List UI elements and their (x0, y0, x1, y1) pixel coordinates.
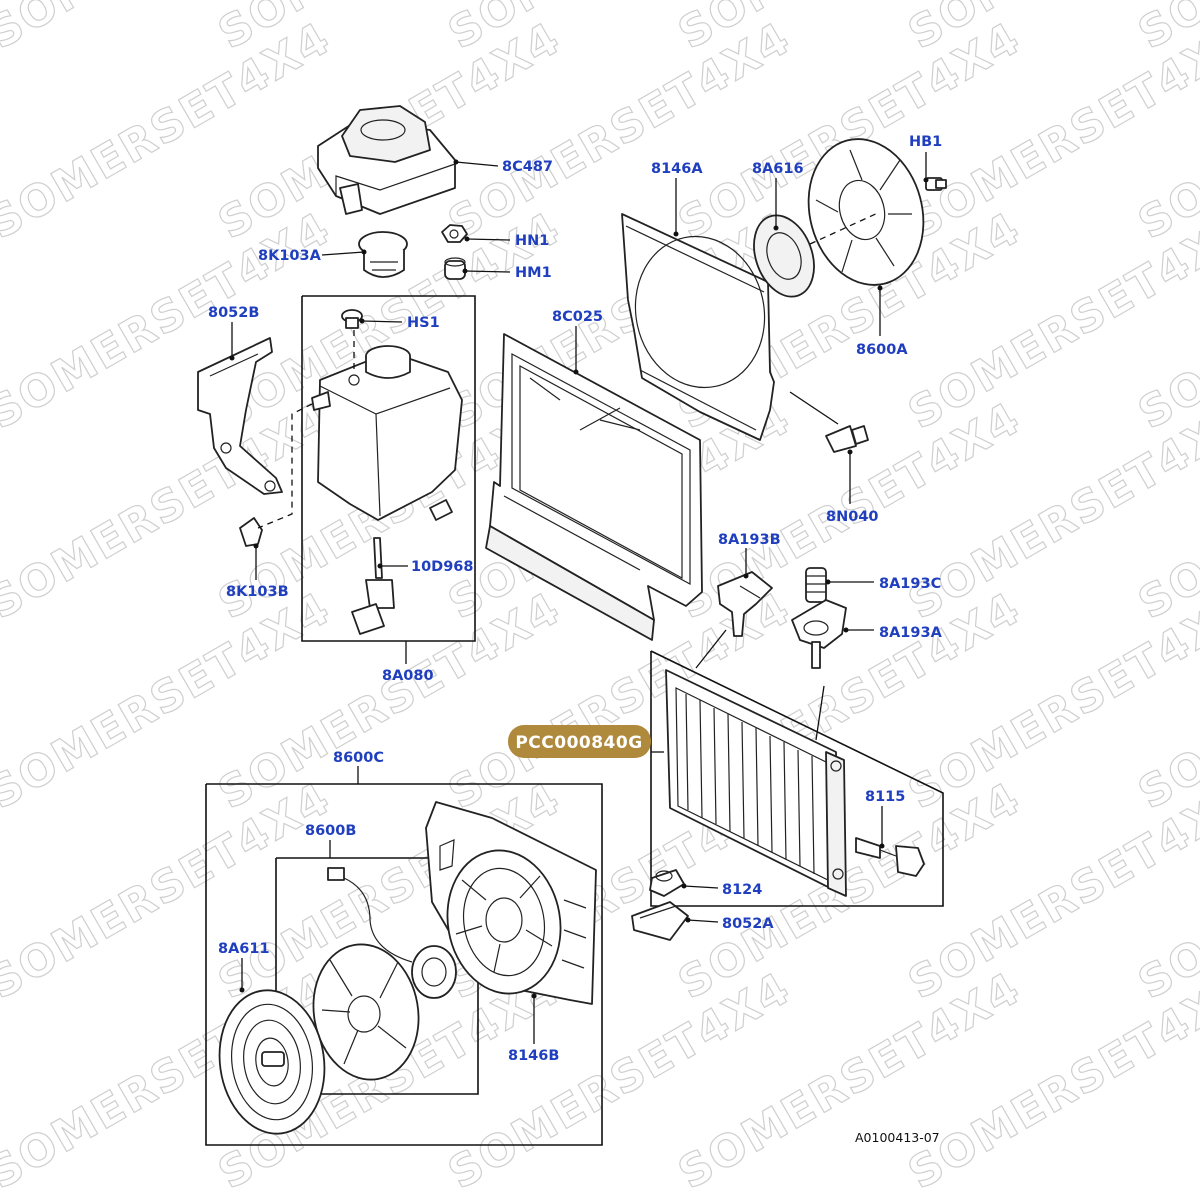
label-hn1: HN1 (515, 233, 549, 249)
label-8a193c: 8A193C (879, 576, 941, 592)
level-sensor (351, 537, 395, 635)
label-8600b: 8600B (305, 823, 356, 839)
bolt-hs1 (341, 309, 363, 329)
group-box-8a080 (301, 295, 476, 642)
badge-text: PCC000840G (515, 733, 642, 753)
label-8600a: 8600A (856, 342, 908, 358)
label-hb1: HB1 (909, 134, 942, 150)
label-8a611: 8A611 (218, 941, 270, 957)
bush-hm1 (444, 257, 466, 280)
leader-lines (229, 152, 929, 1044)
label-8c487: 8C487 (502, 159, 553, 175)
label-hm1: HM1 (515, 265, 552, 281)
radiator-buffer (805, 567, 827, 603)
label-8c025: 8C025 (552, 309, 603, 325)
label-8a193b: 8A193B (718, 532, 781, 548)
fan-guard-8a611 (218, 989, 326, 1135)
label-8124: 8124 (722, 882, 762, 898)
cowl-clip (789, 391, 869, 453)
radiator-mount-lower (791, 599, 847, 669)
radiator-mount-upper (717, 571, 773, 637)
label-8a616: 8A616 (752, 161, 804, 177)
clip-8124 (649, 869, 685, 897)
fan-blade-8600b (312, 943, 420, 1081)
label-8n040: 8N040 (826, 509, 879, 525)
part-labels: 8C487 8K103A HN1 HM1 8052B HS1 10D968 8K… (208, 134, 943, 1064)
group-box-radiator (650, 650, 944, 907)
group-box-8600c (205, 783, 603, 1146)
radiator (665, 669, 847, 897)
part-code-badge: PCC000840G (508, 725, 651, 758)
label-8k103b: 8K103B (226, 584, 289, 600)
badge-background (508, 725, 651, 758)
engine-fan (807, 138, 925, 286)
label-10d968: 10D968 (411, 559, 473, 575)
fan-cowl (621, 213, 775, 441)
diagram-reference: A0100413-07 (855, 1130, 940, 1145)
label-8k103a: 8K103A (258, 248, 322, 264)
viscous-coupling (753, 214, 815, 298)
expansion-tank-top (317, 105, 456, 215)
label-8600c: 8600C (333, 750, 384, 766)
radiator-drain-plug (855, 837, 925, 877)
drain-plug (239, 517, 263, 547)
electric-fan-cowl (425, 801, 597, 1005)
filler-cap (358, 231, 408, 278)
label-8a193a: 8A193A (879, 625, 943, 641)
label-8115: 8115 (865, 789, 905, 805)
label-8146b: 8146B (508, 1048, 559, 1064)
label-8052a: 8052A (722, 916, 774, 932)
fan-motor (327, 867, 457, 999)
tank-bracket (197, 337, 283, 495)
label-8052b: 8052B (208, 305, 259, 321)
label-8146a: 8146A (651, 161, 703, 177)
bracket-8052a (631, 901, 689, 941)
label-8a080: 8A080 (382, 668, 434, 684)
label-hs1: HS1 (407, 315, 440, 331)
radiator-frame (485, 333, 703, 641)
nut-hn1 (441, 224, 468, 243)
expansion-tank (311, 345, 463, 521)
bolt-hb1 (925, 177, 947, 191)
